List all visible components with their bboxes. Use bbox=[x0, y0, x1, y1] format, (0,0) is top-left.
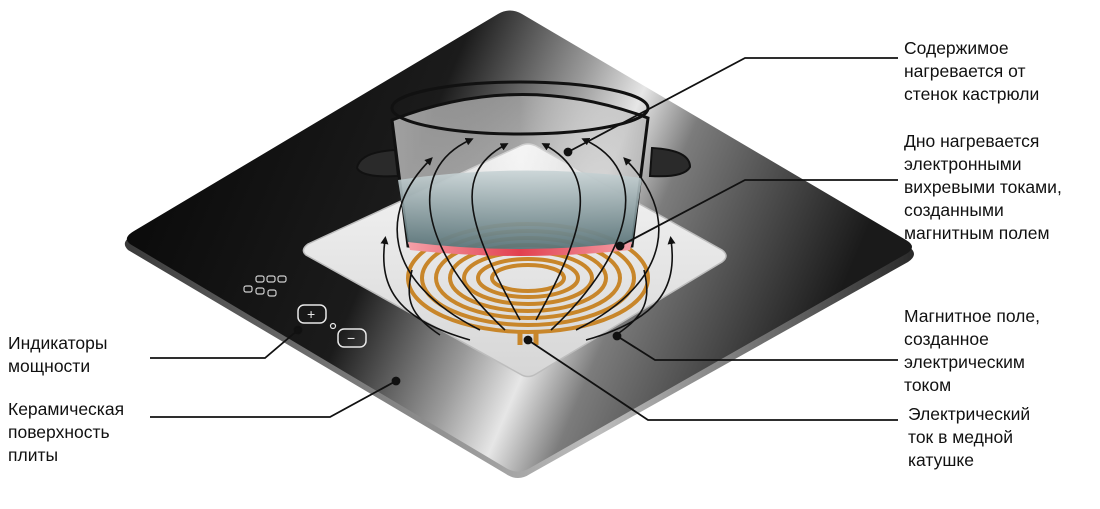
label-line: электрическим bbox=[904, 352, 1025, 372]
label-line: плиты bbox=[8, 445, 59, 465]
label-line: током bbox=[904, 375, 952, 395]
label-line: ток в медной bbox=[908, 427, 1013, 447]
label-line: вихревыми токами, bbox=[904, 177, 1062, 197]
label-line: Индикаторы bbox=[8, 333, 108, 353]
label-line: мощности bbox=[8, 356, 91, 376]
minus-button-label: − bbox=[347, 330, 355, 346]
label-line: Дно нагревается bbox=[904, 131, 1040, 151]
plus-button-label: + bbox=[307, 306, 315, 322]
cooking-pan bbox=[355, 80, 692, 256]
label-contents-heated: Содержимое нагревается от стенок кастрюл… bbox=[904, 37, 1039, 106]
label-ceramic-surface: Керамическая поверхность плиты bbox=[8, 398, 124, 467]
label-line: созданное bbox=[904, 329, 989, 349]
plus-button[interactable]: + bbox=[297, 304, 327, 324]
label-line: нагревается от bbox=[904, 61, 1026, 81]
power-indicator-leds bbox=[243, 275, 287, 297]
label-power-indicators: Индикаторы мощности bbox=[8, 332, 107, 378]
label-electric-current: Электрический ток в медной катушке bbox=[908, 403, 1030, 472]
power-dot-icon bbox=[329, 322, 337, 330]
label-line: катушке bbox=[908, 450, 974, 470]
magnetic-field-lines bbox=[380, 138, 676, 341]
control-panel: + − bbox=[243, 275, 367, 348]
label-line: электронными bbox=[904, 154, 1022, 174]
label-line: созданными bbox=[904, 200, 1004, 220]
label-line: поверхность bbox=[8, 422, 110, 442]
minus-button[interactable]: − bbox=[337, 328, 367, 348]
label-line: Магнитное поле, bbox=[904, 306, 1040, 326]
label-bottom-heated: Дно нагревается электронными вихревыми т… bbox=[904, 130, 1062, 245]
label-line: магнитным полем bbox=[904, 223, 1050, 243]
label-line: Содержимое bbox=[904, 38, 1009, 58]
label-line: стенок кастрюли bbox=[904, 84, 1040, 104]
leader-lines bbox=[150, 57, 898, 421]
label-magnetic-field: Магнитное поле, созданное электрическим … bbox=[904, 305, 1040, 397]
label-line: Электрический bbox=[908, 404, 1031, 424]
label-line: Керамическая bbox=[8, 399, 125, 419]
